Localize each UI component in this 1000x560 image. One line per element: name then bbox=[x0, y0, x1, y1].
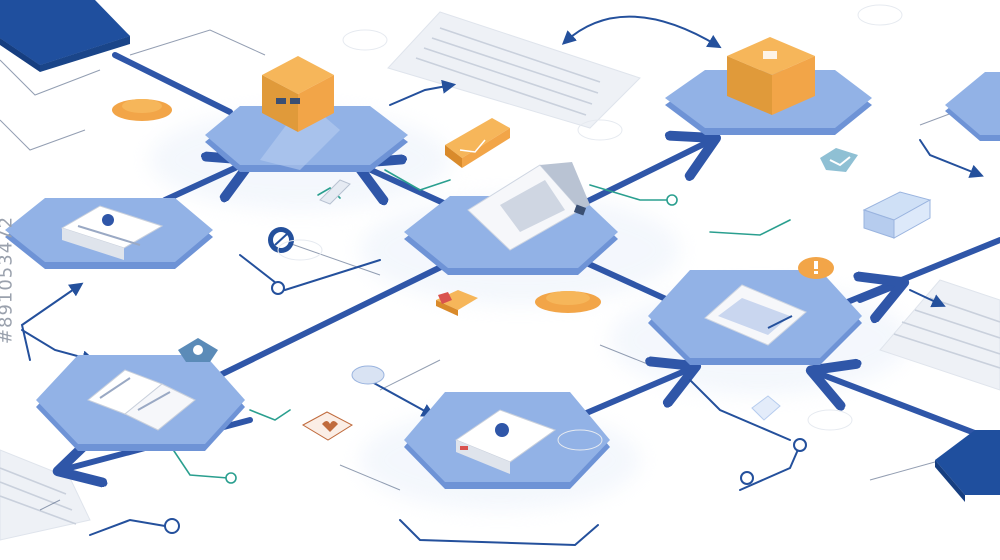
heart-badge-icon bbox=[301, 411, 354, 441]
document-icon bbox=[704, 284, 807, 346]
document-icon bbox=[454, 409, 557, 474]
scroll-paper-icon bbox=[351, 365, 385, 385]
node-document-left[interactable] bbox=[5, 198, 213, 269]
envelope-icon bbox=[467, 162, 590, 251]
node-corner-bottom-right bbox=[935, 430, 1000, 502]
shield-badge-icon bbox=[820, 148, 858, 172]
folder-icon bbox=[436, 290, 478, 316]
compass-icon bbox=[268, 227, 294, 253]
node-corner-top-right bbox=[945, 72, 1000, 141]
stock-id-text: #891053472 bbox=[0, 215, 17, 345]
scroll-paper-icon bbox=[319, 179, 351, 205]
glass-box-icon bbox=[862, 191, 932, 239]
orange-pill-icon bbox=[112, 99, 172, 121]
teal-connectors bbox=[169, 169, 791, 484]
glass-box-icon bbox=[751, 395, 781, 421]
node-book-bottom-left[interactable] bbox=[36, 355, 245, 451]
book-icon bbox=[87, 369, 196, 431]
paper-sheet bbox=[0, 449, 91, 541]
node-box-top-right[interactable] bbox=[665, 37, 872, 135]
warning-badge-icon bbox=[798, 257, 834, 279]
node-document-right[interactable] bbox=[648, 270, 862, 365]
folder-icon bbox=[445, 118, 510, 168]
paper-sheet bbox=[879, 279, 1000, 391]
paper-sheet bbox=[387, 11, 641, 129]
node-document-bottom[interactable] bbox=[404, 392, 610, 489]
package-icon bbox=[262, 56, 334, 132]
node-envelope-center[interactable] bbox=[404, 162, 618, 275]
document-icon bbox=[60, 205, 164, 260]
watermark-strip: #891053472 bbox=[0, 0, 26, 560]
node-box-top[interactable] bbox=[205, 56, 408, 172]
shield-badge-icon bbox=[178, 338, 218, 362]
orange-pill-icon bbox=[535, 291, 601, 313]
node-corner-top-left bbox=[0, 0, 130, 72]
watermark-pattern bbox=[277, 4, 903, 451]
package-icon bbox=[727, 37, 815, 115]
thin-connectors bbox=[20, 15, 984, 547]
